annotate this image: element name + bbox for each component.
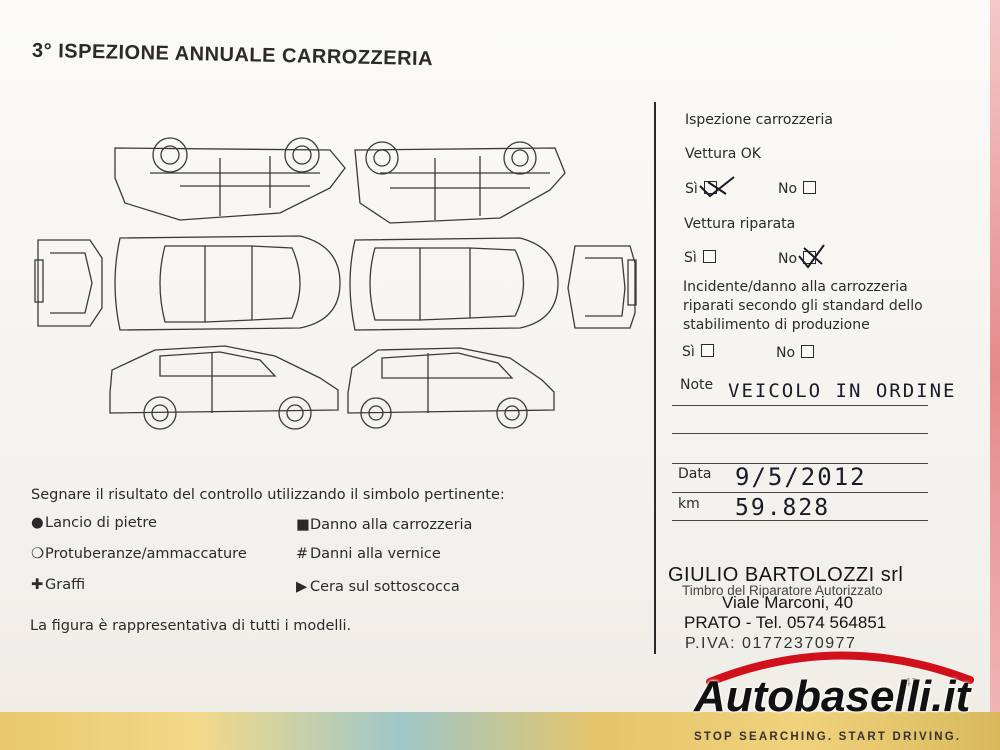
km-handwritten: 59.828 xyxy=(735,495,831,521)
vettura-riparata-yes: Sì xyxy=(684,250,716,266)
watermark-tagline: STOP SEARCHING. START DRIVING. xyxy=(694,731,962,743)
legend-item: ❍Protuberanze/ammaccature xyxy=(31,546,247,562)
vettura-ok-yes: Sì xyxy=(685,181,717,197)
incidente-no: No xyxy=(776,345,815,361)
stamp-address: Viale Marconi, 40 xyxy=(722,593,854,612)
legend-item: #Danni alla vernice xyxy=(296,546,441,562)
yes-label: Sì xyxy=(684,250,697,266)
handwritten-check-mark xyxy=(699,176,735,198)
car-diagram-upside-left xyxy=(114,137,346,221)
stamp-phone: PRATO - Tel. 0574 564851 xyxy=(684,613,887,632)
body-damage-symbol: ■ xyxy=(296,517,310,533)
no-label: No xyxy=(778,181,798,197)
page-edge xyxy=(990,0,1000,750)
car-diagram-top-hatch xyxy=(349,237,559,331)
handwritten-check-mark xyxy=(798,244,825,269)
legend-label: Danno alla carrozzeria xyxy=(310,517,473,533)
legend-label: Danni alla vernice xyxy=(310,546,441,562)
km-line xyxy=(672,520,928,521)
incidente-line-2: riparati secondo gli standard dello xyxy=(683,298,923,314)
car-diagram-side-sedan xyxy=(109,345,339,430)
date-handwritten: 9/5/2012 xyxy=(735,463,867,491)
background-surface xyxy=(0,712,1000,750)
legend-item: ●Lancio di pietre xyxy=(31,515,157,531)
manual-page xyxy=(0,0,990,718)
date-line xyxy=(672,492,928,493)
incidente-line-3: stabilimento di produzione xyxy=(683,317,870,333)
legend-label: Graffi xyxy=(45,577,86,593)
car-diagram-side-hatch xyxy=(347,347,555,429)
notes-label: Note xyxy=(680,377,714,393)
km-label: km xyxy=(678,496,700,512)
column-divider xyxy=(654,102,656,654)
car-diagram-front-right xyxy=(567,245,637,329)
inspection-heading: Ispezione carrozzeria xyxy=(685,112,833,128)
page-number: 43 xyxy=(904,676,918,689)
notes-handwritten: VEICOLO IN ORDINE xyxy=(728,380,957,402)
legend-item: ✚Graffi xyxy=(31,577,85,593)
divider-line xyxy=(672,463,928,464)
legend-intro: Segnare il risultato del controllo utili… xyxy=(31,487,505,503)
no-label: No xyxy=(776,345,796,361)
stamp-vat: P.IVA: 01772370977 xyxy=(685,635,857,652)
watermark-brand: Autobaselli.it xyxy=(694,672,971,721)
notes-line xyxy=(672,405,928,406)
legend-item: ■Danno alla carrozzeria xyxy=(296,517,472,533)
no-checkbox[interactable] xyxy=(803,181,817,194)
car-diagrams xyxy=(34,137,637,430)
yes-checkbox[interactable] xyxy=(702,250,716,263)
scratch-symbol: ✚ xyxy=(31,577,44,593)
paint-damage-symbol: # xyxy=(296,546,309,562)
stamp-caption: Timbro del Riparatore Autorizzato xyxy=(682,583,883,598)
underbody-wax-symbol: ▶ xyxy=(296,579,308,595)
stamp-company: GIULIO BARTOLOZZI srl xyxy=(668,564,904,586)
date-label: Data xyxy=(678,466,712,482)
car-diagram-rear-left xyxy=(34,239,103,327)
yes-checkbox[interactable] xyxy=(700,344,714,357)
notes-line xyxy=(672,433,928,434)
yes-label: Sì xyxy=(685,181,698,197)
car-diagram-top-sedan xyxy=(114,235,341,331)
no-checkbox[interactable] xyxy=(801,345,815,358)
legend-item: ▶Cera sul sottoscocca xyxy=(296,579,460,595)
vettura-ok-label: Vettura OK xyxy=(685,146,761,162)
vettura-riparata-label: Vettura riparata xyxy=(684,216,796,232)
watermark-swoosh xyxy=(706,651,974,686)
incidente-yes: Sì xyxy=(682,344,714,360)
yes-label: Sì xyxy=(682,344,695,360)
incidente-line-1: Incidente/danno alla carrozzeria xyxy=(683,279,908,295)
vettura-ok-no: No xyxy=(778,181,817,197)
legend-label: Protuberanze/ammaccature xyxy=(45,546,247,562)
car-diagram-upside-right xyxy=(354,141,566,224)
no-label: No xyxy=(778,251,798,267)
dent-symbol: ❍ xyxy=(31,546,44,562)
stone-chip-symbol: ● xyxy=(31,515,44,531)
legend-label: Cera sul sottoscocca xyxy=(310,579,460,595)
footnote: La figura è rappresentativa di tutti i m… xyxy=(30,618,352,634)
legend-label: Lancio di pietre xyxy=(45,515,157,531)
